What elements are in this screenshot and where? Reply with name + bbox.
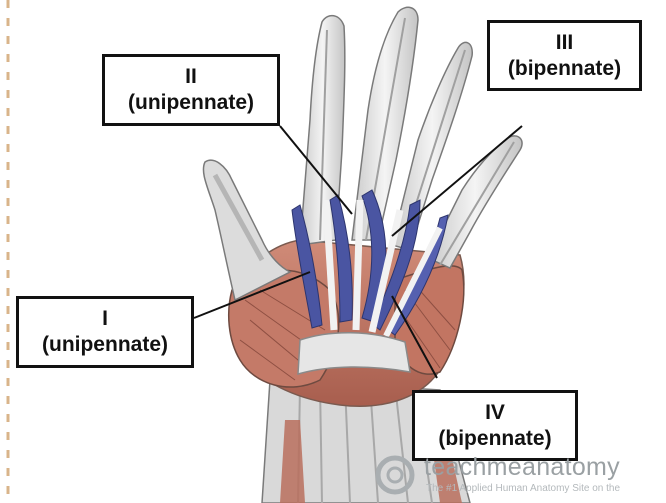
label-ii-type: (unipennate) (128, 90, 254, 116)
label-i-type: (unipennate) (42, 332, 168, 358)
little-finger (428, 136, 522, 268)
label-iv-numeral: IV (485, 400, 505, 426)
label-box-ii: II (unipennate) (102, 54, 280, 126)
label-i-numeral: I (102, 306, 108, 332)
watermark-name: teachmeanatomy (424, 453, 620, 482)
watermark: teachmeanatomy The #1 Applied Human Anat… (366, 448, 666, 503)
label-box-i: I (unipennate) (16, 296, 194, 368)
little-tendon (440, 142, 514, 265)
watermark-tagline: The #1 Applied Human Anatomy Site on the (426, 483, 620, 494)
label-box-iii: III (bipennate) (487, 20, 642, 91)
label-iii-numeral: III (556, 30, 574, 56)
flexor-tendon-2 (356, 200, 360, 330)
label-iii-type: (bipennate) (508, 56, 621, 82)
teachmeanatomy-logo-icon (374, 454, 416, 496)
label-ii-numeral: II (185, 64, 197, 90)
